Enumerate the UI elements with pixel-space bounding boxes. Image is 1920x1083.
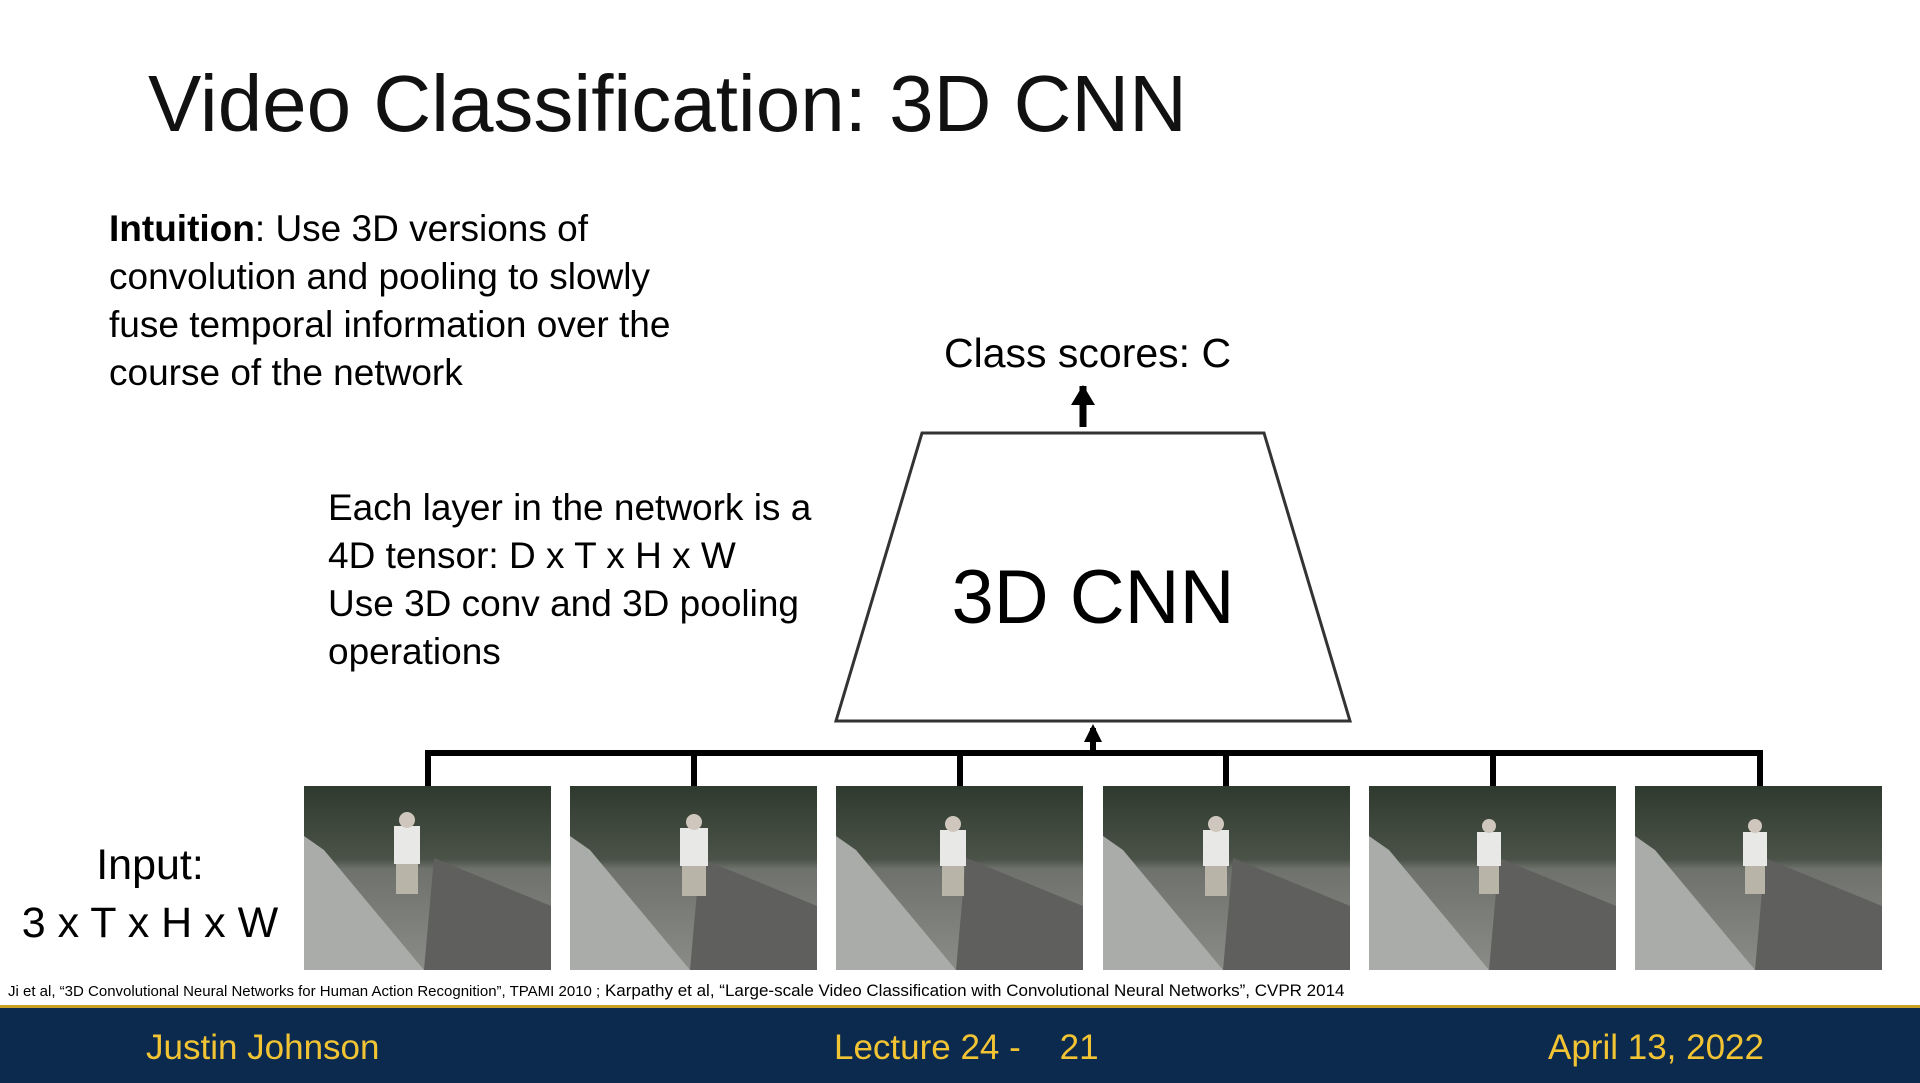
layer-line-1: Each layer in the network is a (328, 487, 812, 528)
slide-title: Video Classification: 3D CNN (148, 59, 1187, 148)
video-frame (836, 786, 1083, 970)
input-line-2: 3 x T x H x W (21, 899, 279, 947)
class-scores-label: Class scores: C (944, 330, 1232, 376)
output-arrow (1071, 385, 1095, 427)
footer-author: Justin Johnson (146, 1028, 380, 1067)
video-frame (304, 786, 551, 970)
citation-ji: Ji et al, “3D Convolutional Neural Netwo… (8, 983, 601, 1000)
citation-karpathy: Karpathy et al, “Large-scale Video Class… (600, 981, 1345, 1000)
layer-description: Each layer in the network is a 4D tensor… (328, 484, 848, 676)
citation: Ji et al, “3D Convolutional Neural Netwo… (8, 981, 1344, 1001)
video-frame (1635, 786, 1882, 970)
footer-lecture: Lecture 24 - 21 (834, 1028, 1099, 1067)
input-line-1: Input: (96, 841, 204, 889)
input-label: Input: 3 x T x H x W (20, 836, 280, 952)
cnn-label: 3D CNN (952, 555, 1235, 640)
intuition-paragraph: Intuition: Use 3D versions of convolutio… (109, 205, 729, 397)
intuition-label: Intuition (109, 208, 255, 249)
layer-line-2: 4D tensor: D x T x H x W (328, 535, 736, 576)
footer-bar: Justin Johnson Lecture 24 - 21 April 13,… (0, 1005, 1920, 1083)
video-frame (1103, 786, 1350, 970)
video-frame (570, 786, 817, 970)
video-frame (1369, 786, 1616, 970)
layer-line-3: Use 3D conv and 3D pooling (328, 583, 800, 624)
footer-date: April 13, 2022 (1548, 1028, 1764, 1067)
layer-line-4: operations (328, 631, 501, 672)
intuition-text: : Use 3D versions of convolution and poo… (109, 208, 671, 393)
cnn-trapezoid (833, 431, 1353, 723)
frame-connector (425, 724, 1763, 787)
cnn-diagram: 3D CNN (304, 385, 1882, 970)
